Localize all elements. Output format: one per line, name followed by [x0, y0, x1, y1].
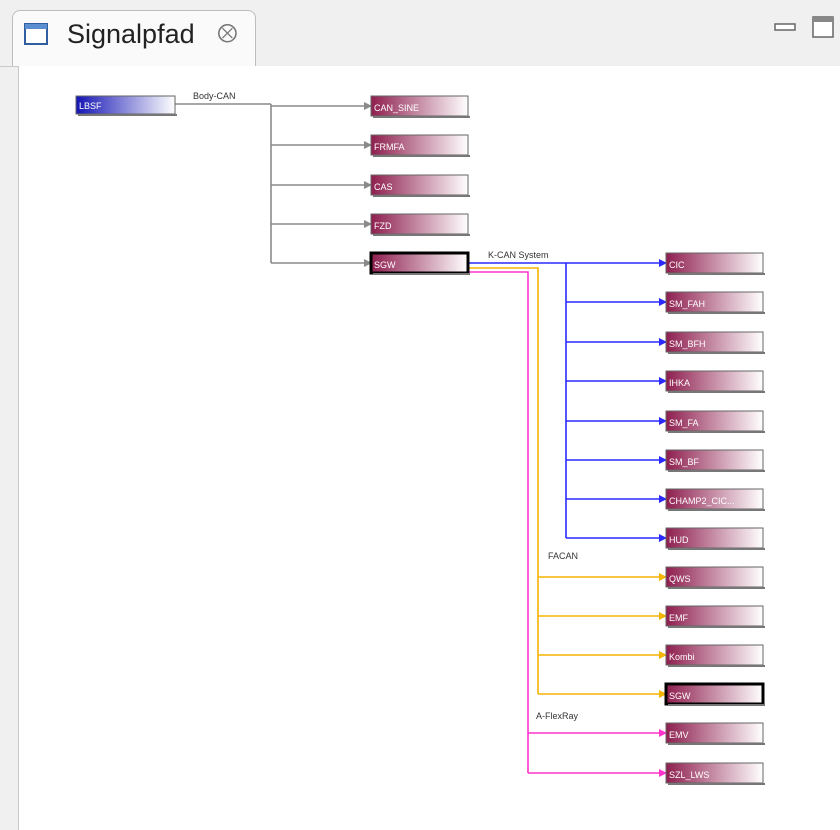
node-facan-2[interactable]: Kombi [665, 644, 765, 667]
node-label: SGW [669, 691, 691, 701]
node-body-1[interactable]: FRMFA [370, 134, 470, 157]
node-body-0[interactable]: CAN_SINE [370, 95, 470, 118]
bus-trunk-facan [468, 267, 539, 694]
node-label: HUD [669, 535, 689, 545]
node-label: FRMFA [374, 142, 405, 152]
bus-label-flexray: A-FlexRay [536, 711, 579, 721]
node-label: EMV [669, 730, 689, 740]
node-kcan-2[interactable]: SM_BFH [665, 331, 765, 354]
node-label: SM_FA [669, 418, 699, 428]
node-label: IHKA [669, 378, 690, 388]
tab-title: Signalpfad [67, 19, 195, 49]
node-label: CIC [669, 260, 685, 270]
node-label: LBSF [79, 101, 102, 111]
node-kcan-0[interactable]: CIC [665, 252, 765, 275]
node-label: QWS [669, 574, 691, 584]
node-kcan-1[interactable]: SM_FAH [665, 291, 765, 314]
node-label: Kombi [669, 652, 695, 662]
node-kcan-7[interactable]: HUD [665, 527, 765, 550]
node-root[interactable]: LBSF [75, 95, 177, 116]
node-label: CAN_SINE [374, 103, 419, 113]
node-facan-0[interactable]: QWS [665, 566, 765, 589]
node-kcan-4[interactable]: SM_FA [665, 410, 765, 433]
maximize-icon[interactable] [810, 14, 836, 40]
node-facan-1[interactable]: EMF [665, 605, 765, 628]
node-body-4[interactable]: SGW [369, 251, 470, 275]
bus-label-body-can: Body-CAN [193, 91, 236, 101]
node-label: FZD [374, 221, 392, 231]
node-label: SZL_LWS [669, 770, 709, 780]
node-label: CAS [374, 182, 393, 192]
node-label: CHAMP2_CIC... [669, 496, 735, 506]
minimize-icon[interactable] [772, 14, 798, 40]
node-flexray-1[interactable]: SZL_LWS [665, 762, 765, 785]
node-body-3[interactable]: FZD [370, 213, 470, 236]
node-label: SM_FAH [669, 299, 705, 309]
node-body-2[interactable]: CAS [370, 174, 470, 197]
node-kcan-3[interactable]: IHKA [665, 370, 765, 393]
node-label: SM_BFH [669, 339, 706, 349]
node-facan-3[interactable]: SGW [664, 682, 765, 706]
bus-label-facan: FACAN [548, 551, 578, 561]
node-kcan-5[interactable]: SM_BF [665, 449, 765, 472]
close-icon[interactable]: ⮾ [217, 18, 238, 48]
bus-label-kcan: K-CAN System [488, 250, 549, 260]
node-kcan-6[interactable]: CHAMP2_CIC... [665, 488, 765, 511]
node-label: EMF [669, 613, 689, 623]
node-label: SGW [374, 260, 396, 270]
tab-bar: Signalpfad ⮾ [0, 0, 840, 67]
window-icon [24, 23, 48, 45]
tab-signalpfad[interactable]: Signalpfad ⮾ [12, 10, 256, 66]
bus-trunk-flexray [468, 271, 529, 773]
node-flexray-0[interactable]: EMV [665, 722, 765, 745]
node-label: SM_BF [669, 457, 700, 467]
